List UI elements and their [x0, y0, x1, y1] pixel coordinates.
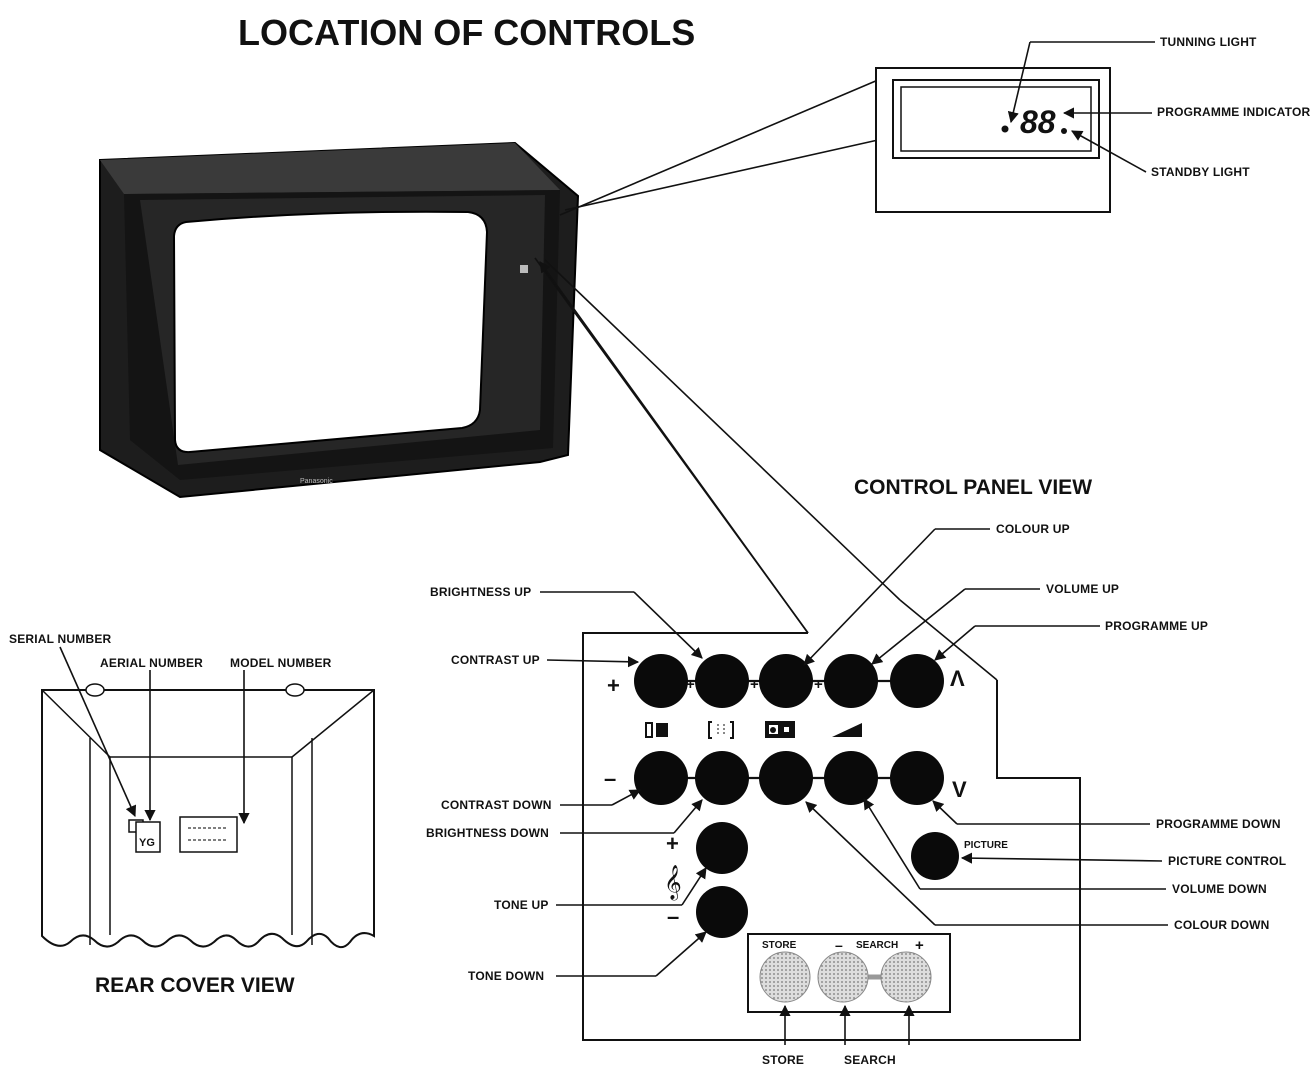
store-panel-label: STORE [762, 940, 797, 951]
model-number-plate [179, 816, 238, 853]
programme-indicator-digits: 88 [1020, 104, 1056, 140]
label-programme-indicator: PROGRAMME INDICATOR [1157, 105, 1310, 119]
volume-down-button[interactable] [824, 751, 878, 805]
plus-sign: + [814, 676, 823, 693]
search-plus-sign: + [915, 937, 924, 954]
label-tuning-light: TUNNING LIGHT [1160, 35, 1257, 49]
label-brightness-up: BRIGHTNESS UP [430, 585, 531, 599]
plus-sign: + [686, 676, 695, 693]
page-title: LOCATION OF CONTROLS [238, 12, 695, 53]
colour-icon [765, 721, 795, 738]
search-panel-label: SEARCH [856, 940, 898, 951]
plus-sign: + [750, 676, 759, 693]
tone-minus-sign: – [667, 904, 679, 929]
label-colour-up: COLOUR UP [996, 522, 1070, 536]
tone-plus-sign: + [666, 831, 679, 856]
label-model-number: MODEL NUMBER [230, 656, 332, 670]
store-button[interactable] [759, 951, 811, 1003]
up-chevron: Λ [950, 666, 965, 691]
label-contrast-down: CONTRAST DOWN [441, 798, 552, 812]
label-contrast-up: CONTRAST UP [451, 653, 540, 667]
rear-cover-heading: REAR COVER VIEW [95, 974, 295, 997]
label-colour-down: COLOUR DOWN [1174, 918, 1270, 932]
programme-up-button[interactable] [890, 654, 944, 708]
picture-button-label: PICTURE [964, 840, 1008, 851]
control-panel-heading: CONTROL PANEL VIEW [854, 476, 1092, 499]
contrast-down-button[interactable] [634, 751, 688, 805]
search-up-button[interactable] [880, 951, 932, 1003]
label-tone-up: TONE UP [494, 898, 549, 912]
picture-control-button[interactable] [911, 832, 959, 880]
brightness-icon [708, 721, 734, 739]
label-store: STORE [762, 1053, 804, 1067]
down-chevron: V [952, 777, 967, 802]
colour-down-button[interactable] [759, 751, 813, 805]
label-volume-down: VOLUME DOWN [1172, 882, 1267, 896]
tone-up-button[interactable] [696, 822, 748, 874]
tv-brand-logo: Panasonic [300, 478, 333, 485]
volume-up-button[interactable] [824, 654, 878, 708]
aerial-code: YG [139, 837, 155, 849]
brightness-down-button[interactable] [695, 751, 749, 805]
brightness-up-button[interactable] [695, 654, 749, 708]
contrast-icon [645, 722, 668, 738]
label-standby-light: STANDBY LIGHT [1151, 165, 1250, 179]
label-volume-up: VOLUME UP [1046, 582, 1119, 596]
programme-down-button[interactable] [890, 751, 944, 805]
label-search: SEARCH [844, 1053, 896, 1067]
volume-icon [832, 723, 862, 737]
label-serial-number: SERIAL NUMBER [9, 632, 112, 646]
plus-sign: + [607, 673, 620, 698]
label-programme-up: PROGRAMME UP [1105, 619, 1208, 633]
search-minus-sign: – [835, 937, 843, 953]
tv-control-window [520, 265, 528, 273]
minus-sign: – [604, 766, 616, 791]
label-brightness-down: BRIGHTNESS DOWN [426, 826, 549, 840]
tone-clef-icon: 𝄞 [664, 865, 682, 901]
rear-cover-illustration: YG [41, 683, 375, 949]
label-programme-down: PROGRAMME DOWN [1156, 817, 1281, 831]
tuning-light [1001, 125, 1009, 133]
tv-illustration: Panasonic [99, 141, 580, 499]
aerial-number-plate [135, 821, 161, 853]
display-panel: 88 [875, 67, 1111, 213]
tv-screen [172, 210, 489, 454]
search-down-button[interactable] [817, 951, 869, 1003]
label-aerial-number: AERIAL NUMBER [100, 656, 203, 670]
contrast-up-button[interactable] [634, 654, 688, 708]
label-picture-control: PICTURE CONTROL [1168, 854, 1286, 868]
standby-light [1061, 128, 1067, 134]
colour-up-button[interactable] [759, 654, 813, 708]
control-panel-outline [582, 632, 1081, 1041]
tone-down-button[interactable] [696, 886, 748, 938]
label-tone-down: TONE DOWN [468, 969, 544, 983]
